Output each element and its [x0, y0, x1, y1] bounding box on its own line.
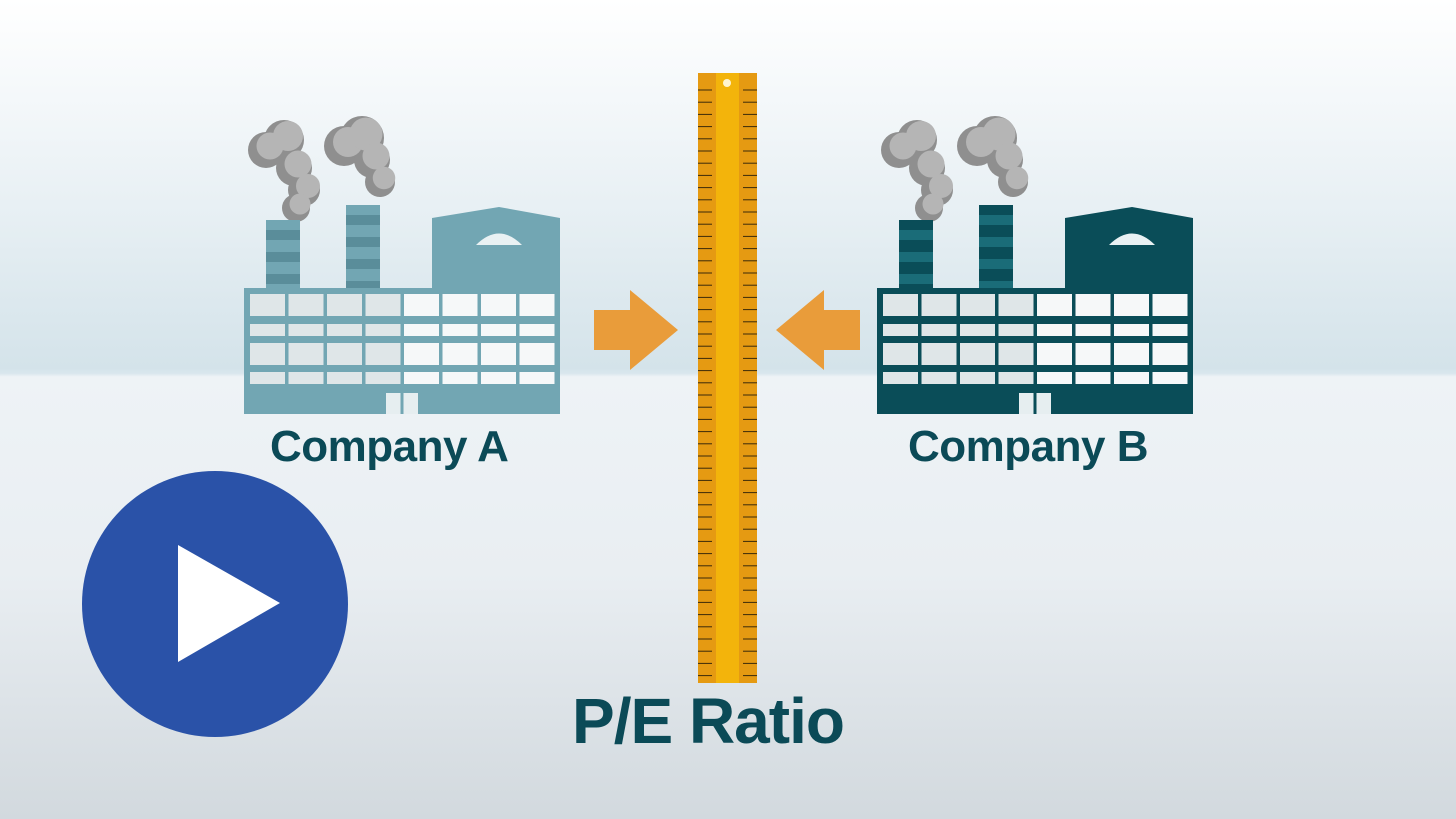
company-a-label: Company A: [270, 422, 509, 471]
page-title: P/E Ratio: [572, 685, 845, 757]
play-icon: [178, 545, 280, 662]
play-button[interactable]: [82, 471, 348, 737]
company-b-label: Company B: [908, 422, 1148, 471]
